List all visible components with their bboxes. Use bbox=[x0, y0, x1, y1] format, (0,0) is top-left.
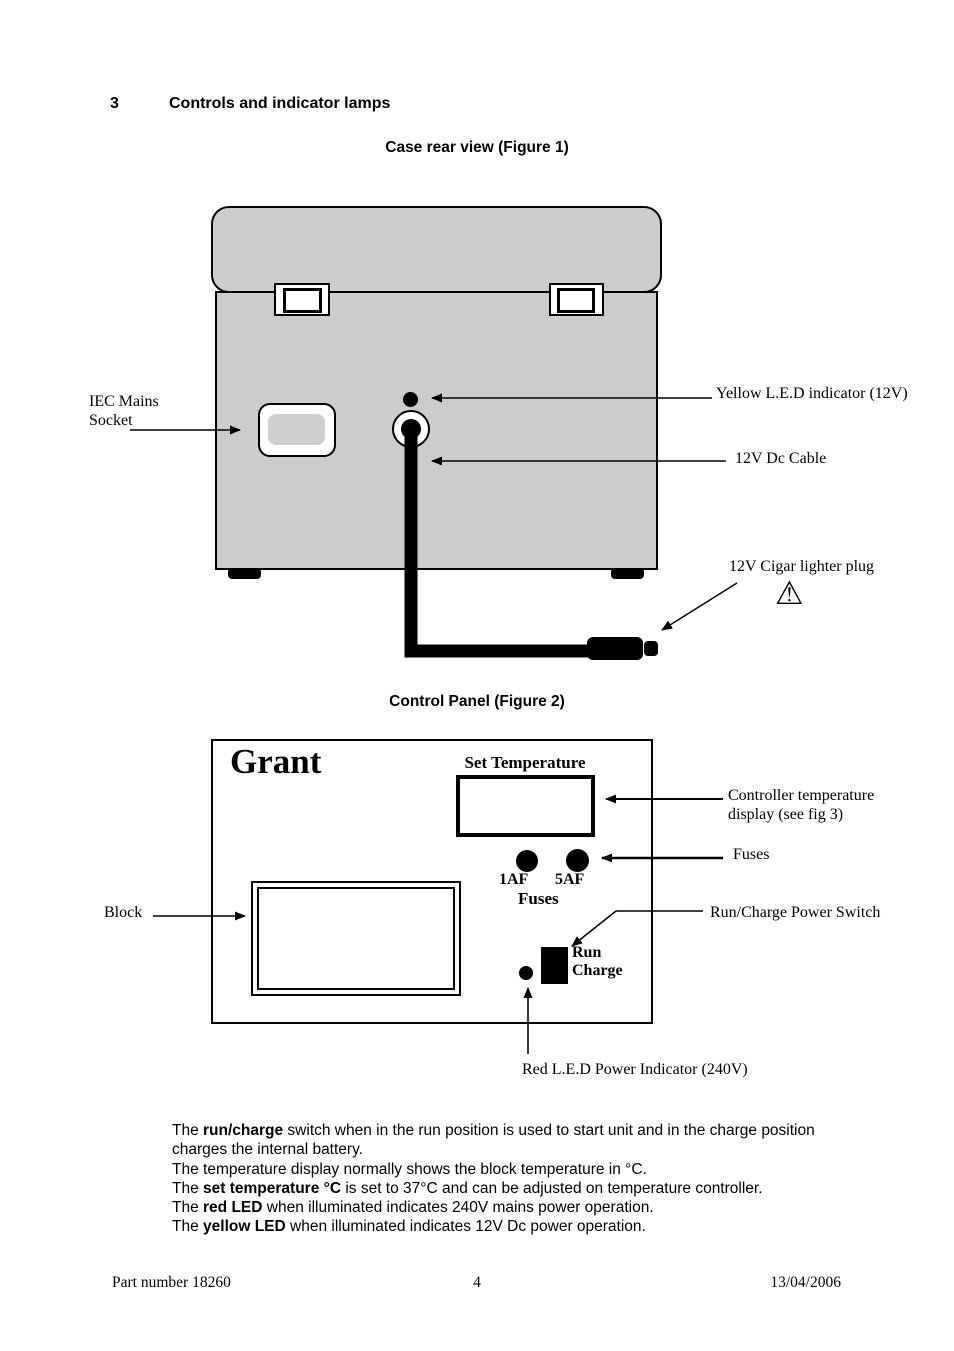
figure2-caption: Control Panel (Figure 2) bbox=[389, 693, 565, 710]
footer-date: 13/04/2006 bbox=[770, 1274, 841, 1291]
footer-page-number: 4 bbox=[473, 1274, 481, 1291]
case-lid bbox=[211, 206, 662, 293]
switch-labels: Run Charge bbox=[572, 944, 623, 980]
label-iec-line1: IEC Mains bbox=[89, 393, 159, 410]
body-text: The run/charge switch when in the run po… bbox=[172, 1121, 872, 1237]
label-yellow-led: Yellow L.E.D indicator (12V) bbox=[716, 385, 908, 402]
label-controller-display-line2: display (see fig 3) bbox=[728, 806, 844, 823]
label-dc-cable: 12V Dc Cable bbox=[735, 450, 827, 467]
case-foot-left bbox=[228, 568, 261, 579]
run-charge-switch bbox=[541, 947, 568, 984]
warning-icon: ⚠ bbox=[775, 574, 804, 612]
fuse-1af bbox=[516, 850, 538, 872]
block-window-inner bbox=[257, 887, 455, 990]
section-number: 3 bbox=[110, 95, 119, 112]
fuses-caption: Fuses bbox=[518, 889, 559, 908]
label-red-led: Red L.E.D Power Indicator (240V) bbox=[522, 1061, 748, 1078]
fuse-5af bbox=[566, 849, 589, 872]
label-iec-mains-socket: IEC Mains Socket bbox=[89, 392, 159, 430]
label-run-charge-switch: Run/Charge Power Switch bbox=[710, 904, 881, 921]
paragraph-temperature-display: The temperature display normally shows t… bbox=[172, 1160, 647, 1178]
label-block: Block bbox=[104, 904, 143, 921]
paragraph-red-led: The red LED when illuminated indicates 2… bbox=[172, 1199, 654, 1217]
cigar-plug-body bbox=[587, 637, 643, 660]
red-led-indicator bbox=[519, 966, 533, 980]
cigar-plug-tip bbox=[644, 641, 658, 656]
paragraph-run-charge: The run/charge switch when in the run po… bbox=[172, 1122, 815, 1159]
paragraph-set-temperature: The set temperature °C is set to 37°C an… bbox=[172, 1179, 763, 1197]
switch-run-label: Run bbox=[572, 944, 602, 961]
dc-cable-pin bbox=[401, 419, 421, 439]
fuse-5af-label: 5AF bbox=[555, 871, 585, 888]
arrow-cigar-plug bbox=[661, 582, 738, 631]
yellow-led-indicator bbox=[403, 392, 418, 407]
iec-mains-socket-inner bbox=[268, 414, 325, 445]
label-cigar-plug: 12V Cigar lighter plug bbox=[729, 558, 875, 575]
section-title: Controls and indicator lamps bbox=[169, 95, 391, 112]
case-latch-left-inner bbox=[283, 288, 322, 313]
switch-charge-label: Charge bbox=[572, 962, 623, 979]
label-fuses: Fuses bbox=[733, 846, 770, 863]
fuse-1af-label: 1AF bbox=[499, 871, 529, 888]
label-controller-display: Controller temperature display (see fig … bbox=[728, 786, 874, 824]
brand-logo: Grant bbox=[230, 742, 322, 781]
label-controller-display-line1: Controller temperature bbox=[728, 787, 875, 804]
case-foot-right bbox=[611, 568, 644, 579]
block-window-outer bbox=[251, 881, 461, 996]
label-iec-line2: Socket bbox=[89, 412, 133, 429]
temperature-display bbox=[456, 775, 595, 837]
paragraph-yellow-led: The yellow LED when illuminated indicate… bbox=[172, 1218, 646, 1236]
set-temperature-label: Set Temperature bbox=[464, 753, 586, 772]
case-latch-right-inner bbox=[557, 288, 595, 313]
figure1-caption: Case rear view (Figure 1) bbox=[385, 139, 569, 156]
footer-part-number: Part number 18260 bbox=[112, 1274, 231, 1291]
